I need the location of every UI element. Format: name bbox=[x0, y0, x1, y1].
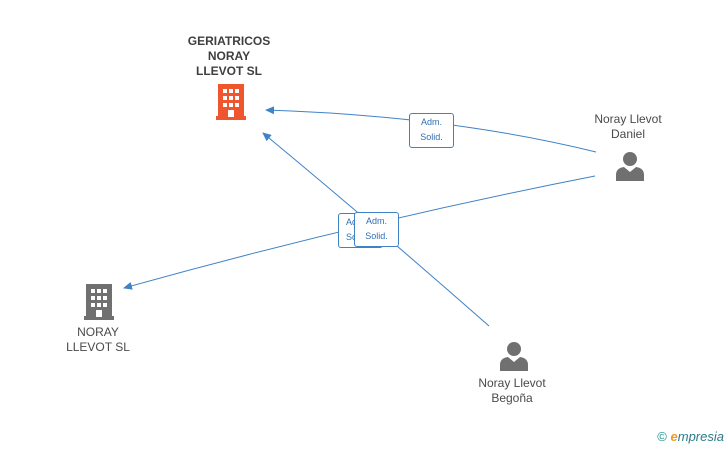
building-icon[interactable] bbox=[84, 284, 114, 320]
footer-brand[interactable]: © empresia bbox=[657, 429, 724, 444]
edge-label-line2: Solid. bbox=[420, 132, 443, 142]
edge-label-daniel-to-other[interactable]: Adm. Solid. bbox=[354, 212, 399, 247]
person-icon[interactable] bbox=[615, 151, 645, 181]
person-icon[interactable] bbox=[499, 341, 529, 371]
edge-label-line1: Adm. bbox=[420, 117, 442, 127]
building-icon[interactable] bbox=[216, 84, 246, 120]
company-other-label[interactable]: NORAY LLEVOT SL bbox=[66, 325, 130, 354]
copyright-icon: © bbox=[657, 429, 667, 444]
edge-label-line1: Adm. bbox=[365, 216, 387, 226]
person-begona-label[interactable]: Noray Llevot Begoña bbox=[478, 376, 546, 405]
edge-label-line2: Solid. bbox=[365, 231, 388, 241]
company-main-label[interactable]: GERIATRICOS NORAY LLEVOT SL bbox=[187, 34, 271, 78]
brand-logo-initial: e bbox=[670, 429, 678, 444]
edge-label-daniel-to-main[interactable]: Adm. Solid. bbox=[409, 113, 454, 148]
person-daniel-label[interactable]: Noray Llevot Daniel bbox=[594, 112, 662, 141]
brand-logo-text: mpresia bbox=[677, 429, 724, 444]
